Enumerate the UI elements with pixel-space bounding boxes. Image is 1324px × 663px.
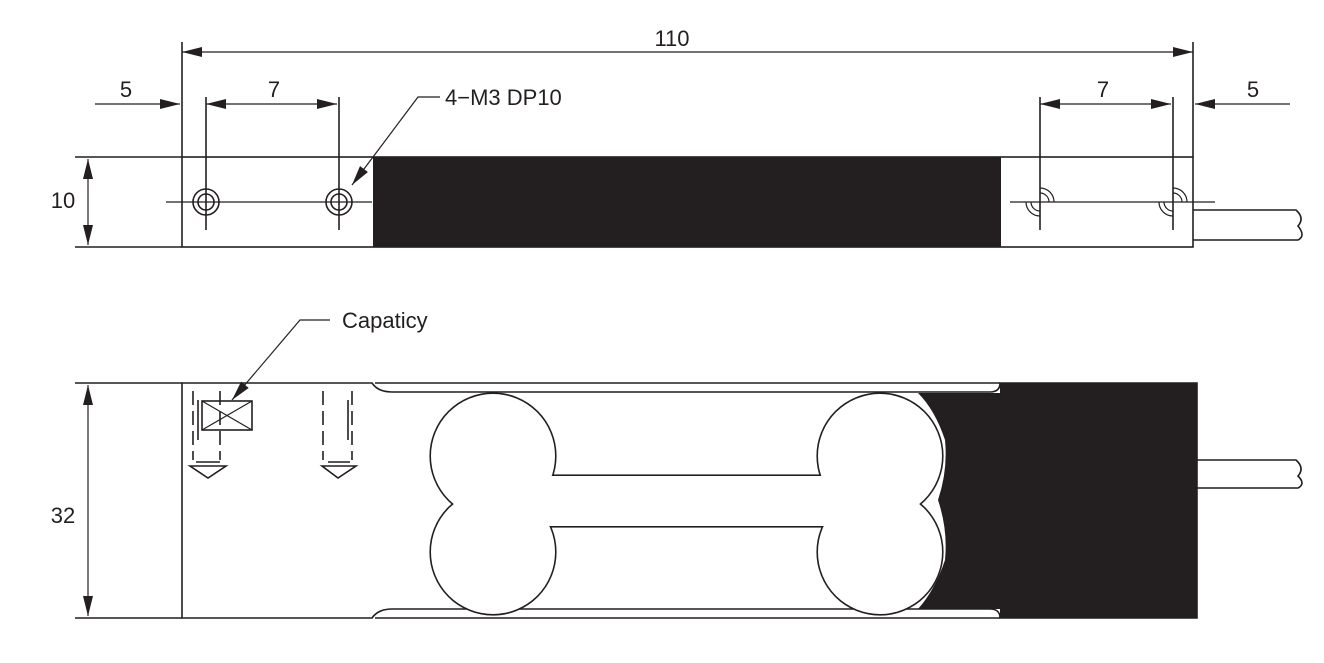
strain-gauge-cover: [373, 157, 1001, 247]
strain-gauge-cover: [918, 383, 1197, 618]
mounting-hole: [1025, 187, 1055, 217]
capacity-callout-label: Capaticy: [342, 308, 428, 333]
dim-7-left-label: 7: [268, 77, 280, 102]
dim-5-right-label: 5: [1247, 77, 1259, 102]
mounting-hole: [325, 188, 353, 216]
dim-5-left-label: 5: [120, 77, 132, 102]
dim-32-label: 32: [51, 503, 75, 528]
dim-7-right-label: 7: [1097, 77, 1109, 102]
side-view: 32 Capaticy: [51, 308, 1303, 619]
hole-callout-label: 4−M3 DP10: [445, 85, 562, 110]
dim-110-label: 110: [654, 26, 689, 51]
cable: [1197, 459, 1303, 489]
binocular-cutout: [429, 392, 944, 616]
mounting-hole: [1158, 187, 1188, 217]
hole-callout-leader: [351, 96, 440, 186]
threaded-hole-hidden: [319, 391, 359, 479]
cable: [1193, 209, 1303, 241]
threaded-hole-hidden: [187, 391, 229, 479]
top-view: 110 5 7 7 5 10 4−M3 DP10: [51, 26, 1303, 248]
capacity-label-box: [201, 400, 253, 431]
dim-10-label: 10: [51, 188, 75, 213]
capacity-callout-leader: [231, 319, 330, 401]
mounting-hole: [192, 188, 220, 216]
